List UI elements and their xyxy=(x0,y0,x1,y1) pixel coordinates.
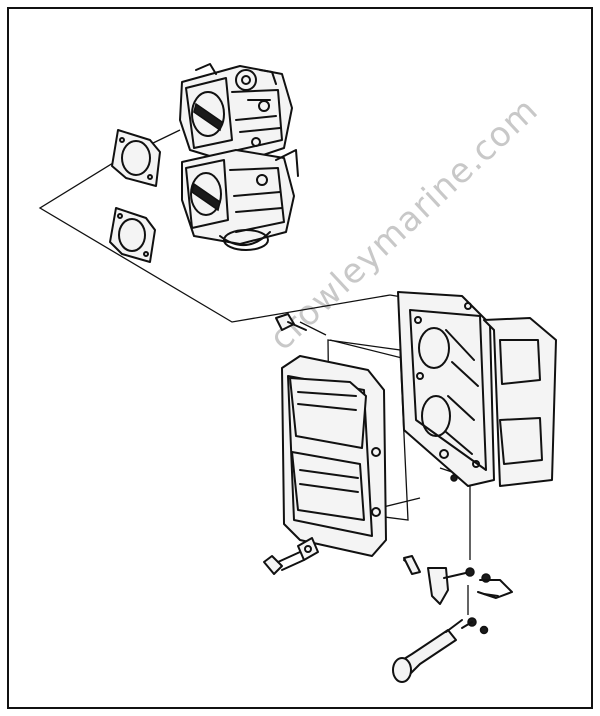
carburetor-lower xyxy=(181,149,299,251)
bolt xyxy=(263,537,319,575)
carburetor-gasket-lower xyxy=(109,207,156,263)
carburetor-gasket-upper xyxy=(111,129,161,187)
small-fasteners xyxy=(450,474,489,635)
air-silencer xyxy=(281,355,387,557)
throttle-linkage xyxy=(403,555,513,605)
choke-knob xyxy=(392,619,463,683)
bolt-small-upper xyxy=(275,313,307,331)
diagram-frame xyxy=(7,7,593,709)
carburetor-upper xyxy=(179,63,293,165)
intake-manifold xyxy=(397,291,557,487)
